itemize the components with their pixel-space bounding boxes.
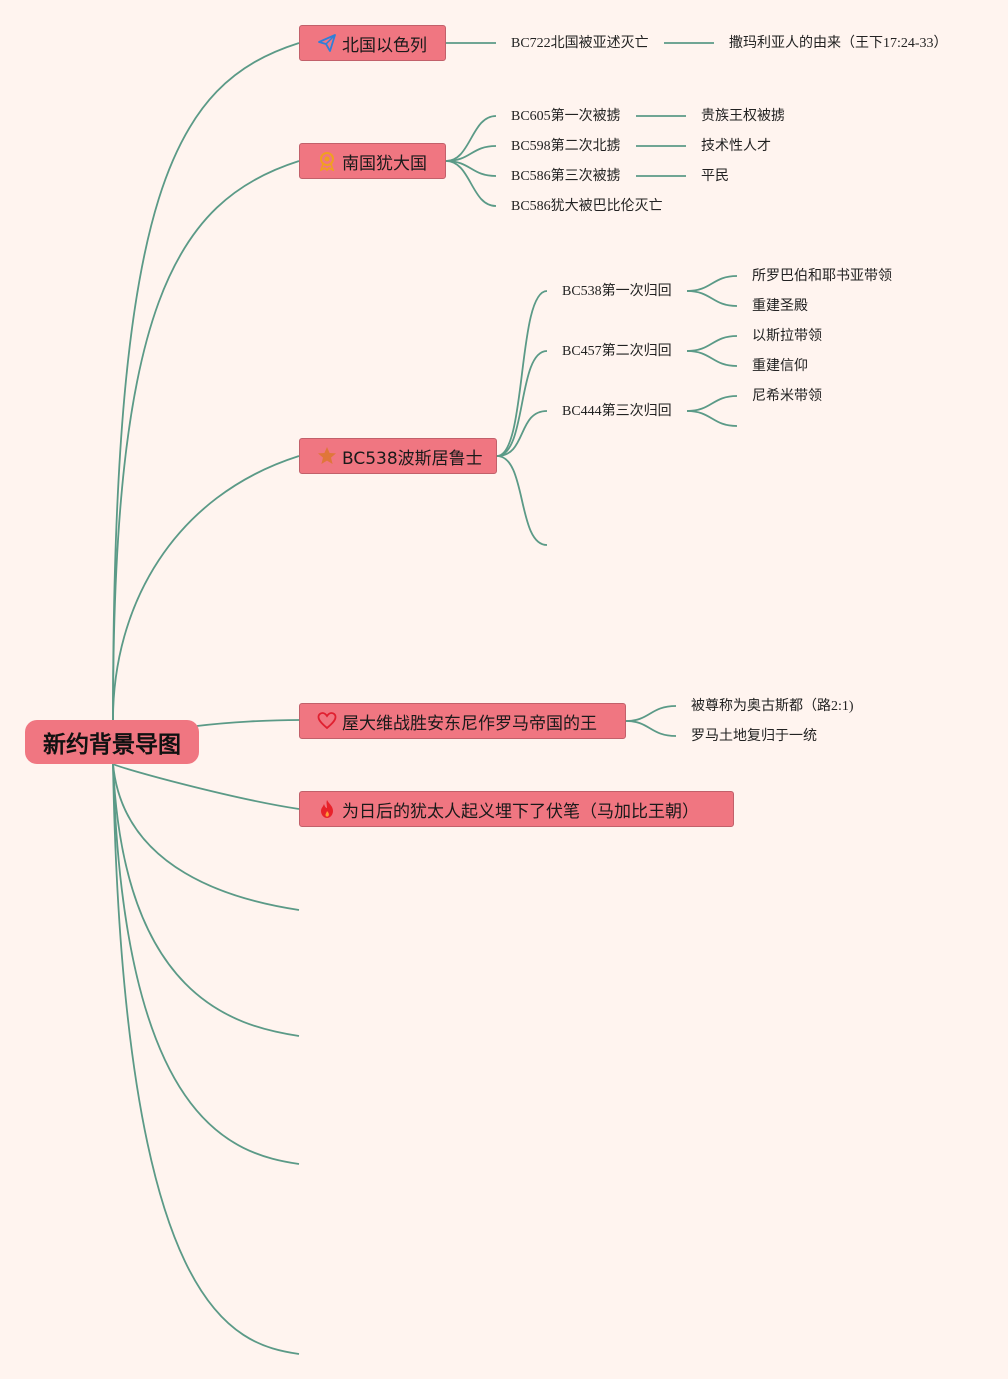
leaf-nehemiah[interactable]: 尼希米带领 xyxy=(752,389,822,404)
topic-label: 北国以色列 xyxy=(342,35,427,56)
topic-label: 为日后的犹太人起义埋下了伏笔（马加比王朝） xyxy=(342,801,699,822)
subtopic-bc586-fall[interactable]: BC586犹大被巴比伦灭亡 xyxy=(511,199,663,214)
topic-maccabean[interactable]: 为日后的犹太人起义埋下了伏笔（马加比王朝） xyxy=(299,791,734,827)
heart-icon xyxy=(316,710,338,732)
subtopic-bc605[interactable]: BC605第一次被掳 xyxy=(511,109,621,124)
paper-plane-icon xyxy=(316,32,338,54)
leaf-commoners[interactable]: 平民 xyxy=(701,169,729,184)
topic-octavian[interactable]: 屋大维战胜安东尼作罗马帝国的王 xyxy=(299,703,626,739)
subtopic-roman-unity[interactable]: 罗马土地复归于一统 xyxy=(691,729,817,744)
leaf-skilled[interactable]: 技术性人才 xyxy=(701,139,771,154)
topic-persian-cyrus[interactable]: BC538波斯居鲁士 xyxy=(299,438,497,474)
leaf-ezra[interactable]: 以斯拉带领 xyxy=(752,329,822,344)
fire-icon xyxy=(316,798,338,820)
topic-north-israel[interactable]: 北国以色列 xyxy=(299,25,446,61)
leaf-nobles[interactable]: 贵族王权被掳 xyxy=(701,109,785,124)
subtopic-bc538-return[interactable]: BC538第一次归回 xyxy=(562,284,672,299)
topic-south-judah[interactable]: 南国犹大国 xyxy=(299,143,446,179)
subtopic-bc586-third[interactable]: BC586第三次被掳 xyxy=(511,169,621,184)
leaf-rebuild-temple[interactable]: 重建圣殿 xyxy=(752,299,808,314)
leaf-samaritans[interactable]: 撒玛利亚人的由来（王下17:24-33） xyxy=(729,36,948,51)
topic-label: 南国犹大国 xyxy=(342,153,427,174)
leaf-zerubbabel[interactable]: 所罗巴伯和耶书亚带领 xyxy=(752,269,892,284)
subtopic-augustus[interactable]: 被尊称为奥古斯都（路2:1) xyxy=(691,699,854,714)
topic-label: BC538波斯居鲁士 xyxy=(342,448,483,469)
subtopic-bc444-return[interactable]: BC444第三次归回 xyxy=(562,404,672,419)
subtopic-bc598[interactable]: BC598第二次北掳 xyxy=(511,139,621,154)
subtopic-bc722[interactable]: BC722北国被亚述灭亡 xyxy=(511,36,649,51)
star-icon xyxy=(316,445,338,467)
leaf-rebuild-faith[interactable]: 重建信仰 xyxy=(752,359,808,374)
subtopic-bc457-return[interactable]: BC457第二次归回 xyxy=(562,344,672,359)
award-ribbon-icon xyxy=(316,150,338,172)
root-node[interactable]: 新约背景导图 xyxy=(25,720,199,764)
topic-label: 屋大维战胜安东尼作罗马帝国的王 xyxy=(342,713,597,734)
